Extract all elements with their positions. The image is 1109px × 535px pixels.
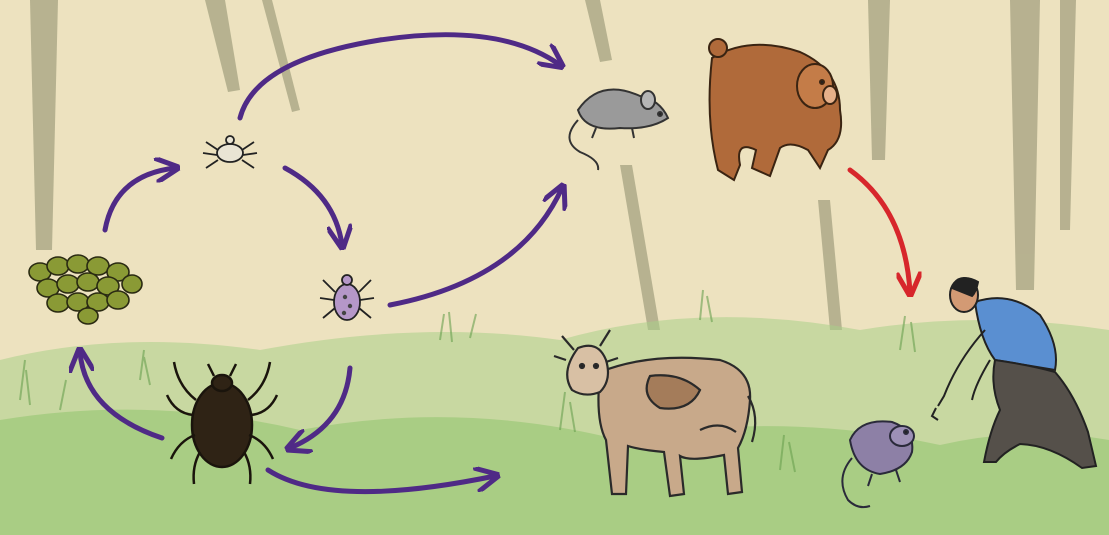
scene-canvas <box>0 0 1109 535</box>
tick-life-cycle-illustration <box>0 0 1109 535</box>
